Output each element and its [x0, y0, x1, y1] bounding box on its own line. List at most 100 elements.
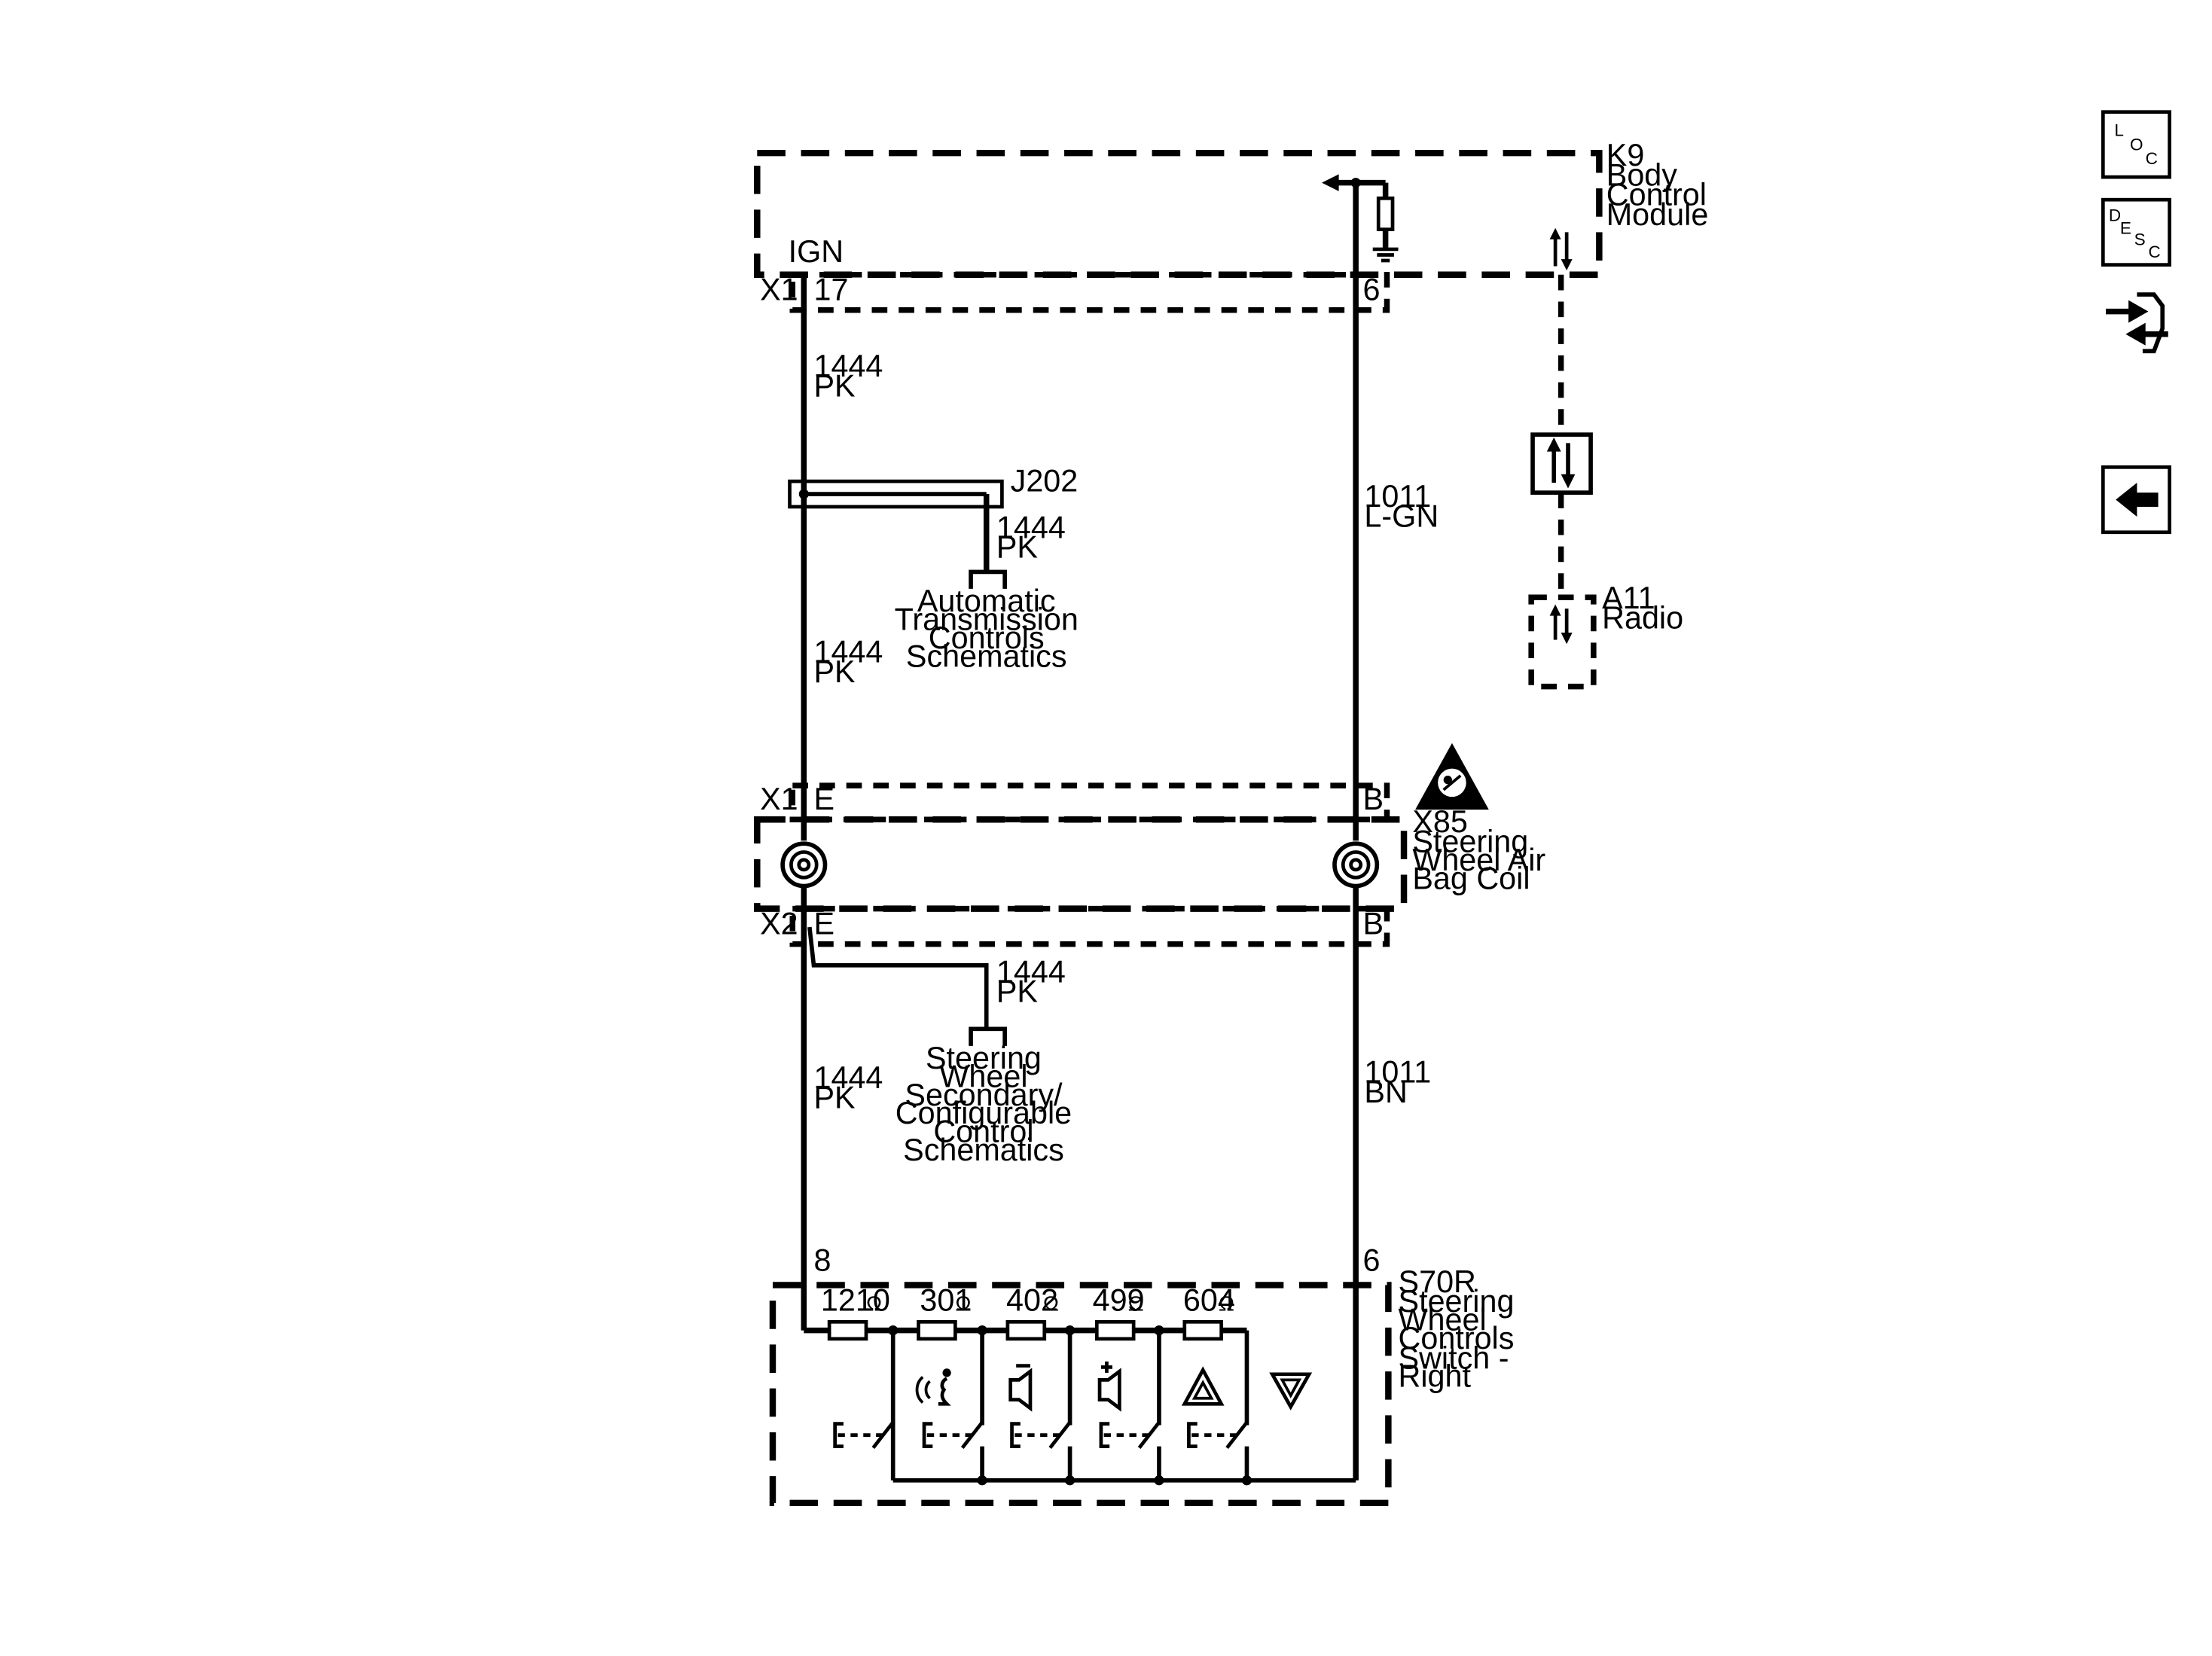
reference-trans-line[interactable]: Controls	[929, 621, 1045, 655]
reference-swc-line[interactable]: Steering	[926, 1041, 1042, 1075]
x85-name-line: Bag Coil	[1412, 861, 1530, 895]
x2-connector-outline	[789, 905, 1390, 947]
s70r-name-line: Right	[1399, 1359, 1472, 1394]
internal-resistor-ground	[1356, 179, 1399, 263]
reference-swc-line[interactable]: Configurable	[895, 1096, 1072, 1130]
a11-name-line: Radio	[1602, 601, 1683, 636]
x1-connector-outline	[789, 272, 1390, 313]
k9-module-outline	[754, 149, 1603, 279]
ohm-symbol: Ω	[955, 1291, 971, 1315]
ohm-symbol: Ω	[1043, 1291, 1059, 1315]
reference-trans-line[interactable]: Schematics	[906, 639, 1067, 673]
wire-circuit-label: 1444	[813, 635, 883, 669]
x85-airbag-coil: X1 E B X2 E B X85 Steering Wheel Air Bag…	[754, 743, 1545, 947]
pin-6-label: 6	[1363, 273, 1381, 307]
ign-label: IGN	[789, 234, 844, 269]
s70r-name-line: Controls	[1399, 1321, 1515, 1356]
reference-swc-line[interactable]: Control	[933, 1115, 1033, 1149]
wire-circuit-label: 1444	[813, 349, 883, 383]
serial-data-symbol	[1530, 432, 1593, 495]
x1-connector-top: X1 17 6	[760, 272, 1390, 313]
s70r-name-line: Steering	[1399, 1284, 1515, 1319]
wire-color-label: PK	[813, 1081, 856, 1115]
resistor-1210: 1210 Ω	[821, 1282, 890, 1341]
serial-data-icon	[1549, 604, 1573, 645]
s70r-id-label: S70R	[1399, 1264, 1476, 1299]
a11-radio: A11 Radio	[1528, 581, 1683, 690]
resistor-499: 499 Ω	[1093, 1282, 1145, 1341]
wire-circuit-label: 1444	[813, 1060, 883, 1095]
wire-color-label: PK	[813, 654, 856, 689]
pin-b-label: B	[1363, 906, 1384, 941]
desc-letter: E	[2120, 218, 2131, 237]
loc-letter: O	[2130, 135, 2143, 154]
resistor-value-label: 604	[1183, 1282, 1235, 1317]
wire-circuit-label: 1444	[996, 954, 1066, 989]
clockspring-coil-icon	[780, 841, 828, 889]
s70r-module-outline	[769, 1282, 1392, 1507]
wire-color-label: L-GN	[1364, 499, 1439, 533]
pin-6-label: 6	[1363, 1243, 1381, 1278]
x1-connector-label: X1	[760, 273, 798, 307]
arrow-left-icon	[2116, 483, 2159, 517]
serial-data-link	[1530, 274, 1593, 598]
wire-color-label: PK	[996, 530, 1039, 565]
back-button[interactable]	[2101, 465, 2171, 535]
ohm-symbol: Ω	[866, 1291, 882, 1315]
loc-letter: L	[2114, 121, 2124, 140]
x2-connector-label: X2	[760, 906, 798, 941]
pin-e-label: E	[813, 782, 834, 816]
resistor-value-label: 301	[920, 1282, 972, 1317]
wire-color-label: BN	[1364, 1075, 1407, 1109]
resistor-604: 604 Ω	[1182, 1282, 1235, 1341]
reference-trans-line[interactable]: Transmission	[895, 602, 1079, 636]
k9-name-line: Body	[1606, 157, 1678, 192]
reference-swc-line[interactable]: Wheel	[939, 1059, 1027, 1093]
k9-body-control-module: K9 Body Control Module IGN	[754, 138, 1709, 279]
wire-color-label: PK	[996, 974, 1039, 1009]
circuit-1444-wire: 1444 PK 1444 PK 1444 PK	[801, 274, 883, 1334]
serial-data-icon	[1546, 437, 1576, 489]
wire-circuit-label: 1011	[1364, 1055, 1431, 1090]
reference-trans-line[interactable]: Automatic	[917, 584, 1056, 618]
resistor-value-label: 499	[1093, 1282, 1145, 1317]
airbag-warning-icon	[1415, 743, 1489, 810]
loc-letter: C	[2146, 149, 2158, 168]
pin-8-label: 8	[813, 1243, 831, 1278]
desc-letter: C	[2148, 242, 2160, 261]
x1-connector-mid-outline	[789, 782, 1390, 822]
desc-button[interactable]: D E S C	[2101, 197, 2171, 267]
circuit-1011-wire: 1011 L-GN 1011 BN	[1353, 182, 1439, 1481]
a11-module-outline	[1528, 594, 1597, 690]
k9-name-line: Module	[1606, 197, 1709, 232]
x1-connector-label: X1	[760, 782, 798, 816]
reference-swc-line[interactable]: Schematics	[903, 1133, 1064, 1167]
k9-id-label: K9	[1606, 138, 1645, 172]
s70r-name-line: Wheel	[1399, 1303, 1487, 1337]
pin-b-label: B	[1363, 782, 1384, 816]
reference-swc-line[interactable]: Secondary/	[905, 1078, 1063, 1112]
secondary-controls-branch: 1444 PK Steering Wheel Secondary/ Config…	[807, 926, 1072, 1167]
splice-pack-outline	[788, 479, 1004, 509]
connector-views-icon[interactable]	[2106, 292, 2168, 354]
resistor-402: 402 Ω	[1005, 1282, 1059, 1341]
a11-id-label: A11	[1602, 581, 1655, 615]
desc-letter: S	[2134, 230, 2146, 249]
signal-arrow-icon	[1322, 174, 1339, 191]
wire-circuit-label: 1011	[1364, 479, 1431, 514]
seek-up-icon	[1181, 1366, 1225, 1406]
volume-up-icon	[1097, 1361, 1121, 1412]
resistor-value-label: 402	[1006, 1282, 1058, 1317]
x85-id-label: X85	[1412, 804, 1468, 839]
seek-down-icon	[1269, 1372, 1313, 1410]
wire-circuit-label: 1444	[996, 510, 1066, 544]
resistor-301: 301 Ω	[917, 1282, 972, 1341]
loc-button[interactable]: L O C	[2101, 110, 2171, 179]
resistor-value-label: 1210	[821, 1282, 890, 1317]
s70r-switch-module: 8 6 S70R Steering Wheel Controls Switch …	[769, 1243, 1515, 1507]
volume-down-icon	[1008, 1364, 1033, 1412]
voice-recognition-icon	[915, 1368, 951, 1406]
x85-name-line: Wheel Air	[1412, 843, 1545, 877]
pin-e-label: E	[813, 906, 834, 941]
x85-name-line: Steering	[1412, 824, 1528, 858]
